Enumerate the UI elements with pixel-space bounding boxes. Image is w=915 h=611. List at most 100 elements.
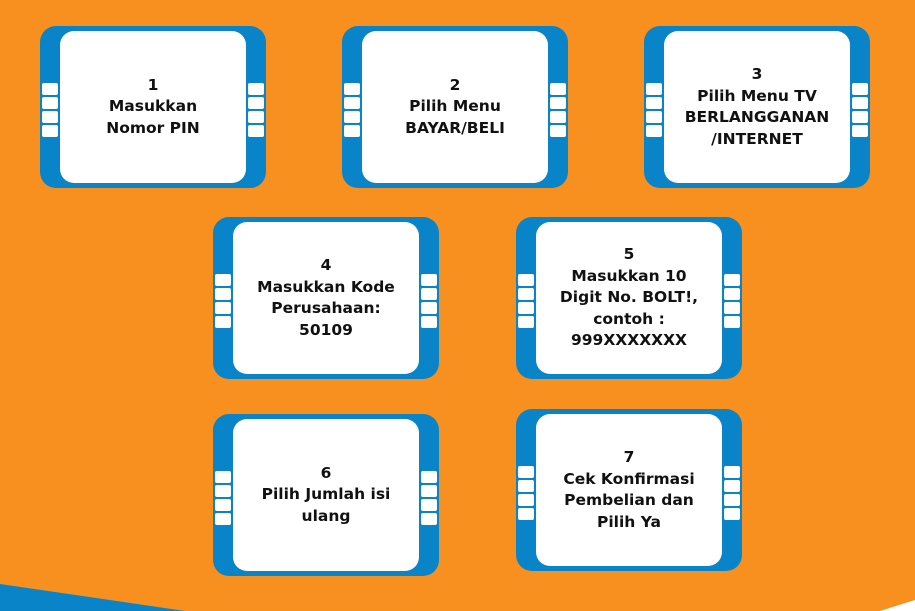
atm-side-button xyxy=(852,83,868,95)
step-line: Digit No. BOLT!, xyxy=(559,288,699,307)
atm-side-button xyxy=(518,288,534,300)
atm-side-button xyxy=(421,485,437,497)
step-line: Masukkan Kode xyxy=(257,277,395,296)
atm-side-button xyxy=(215,316,231,328)
atm-side-button xyxy=(215,288,231,300)
step-number: 6 xyxy=(320,463,332,482)
atm-side-button xyxy=(421,513,437,525)
atm-side-button xyxy=(42,111,58,123)
atm-side-button xyxy=(646,111,662,123)
atm-side-button xyxy=(344,111,360,123)
atm-side-button xyxy=(646,83,662,95)
atm-side-button xyxy=(215,513,231,525)
step-line: BAYAR/BELI xyxy=(405,118,505,137)
atm-side-button xyxy=(215,485,231,497)
step-line: /INTERNET xyxy=(711,129,803,148)
atm-side-button xyxy=(550,83,566,95)
step-line: Pilih Menu TV xyxy=(697,86,817,105)
atm-side-button xyxy=(646,97,662,109)
atm-side-button xyxy=(852,125,868,137)
atm-side-button xyxy=(550,125,566,137)
step-number: 4 xyxy=(320,256,332,274)
atm-side-button xyxy=(518,274,534,286)
step-line: Perusahaan: xyxy=(271,299,381,317)
atm-side-button xyxy=(518,466,534,478)
atm-side-button xyxy=(248,125,264,137)
bottom-blue-wedge xyxy=(0,584,185,611)
atm-side-button xyxy=(215,274,231,286)
atm-side-button xyxy=(518,316,534,328)
atm-side-button xyxy=(215,471,231,483)
atm-side-button xyxy=(646,125,662,137)
atm-side-button xyxy=(344,83,360,95)
step-line: Pilih Ya xyxy=(596,512,661,531)
atm-side-button xyxy=(724,508,740,520)
atm-side-button xyxy=(550,97,566,109)
step-line: Masukkan xyxy=(108,97,198,116)
step-line: Pilih Jumlah isi xyxy=(261,485,391,504)
atm-side-button xyxy=(421,288,437,300)
atm-side-button xyxy=(42,83,58,95)
atm-side-button xyxy=(421,499,437,511)
atm-side-button xyxy=(248,97,264,109)
atm-side-button xyxy=(215,302,231,314)
step-line: 50109 xyxy=(299,320,353,339)
atm-side-button xyxy=(421,302,437,314)
atm-side-button xyxy=(248,111,264,123)
atm-side-button xyxy=(852,111,868,123)
atm-side-button xyxy=(724,466,740,478)
atm-side-button xyxy=(724,316,740,328)
step-number: 1 xyxy=(147,75,159,94)
step-line: ulang xyxy=(301,506,351,525)
step-line: Pembelian dan xyxy=(564,491,694,509)
step-line: 999XXXXXXX xyxy=(570,331,687,350)
step-line: BERLANGGANAN xyxy=(684,108,830,126)
atm-side-button xyxy=(421,316,437,328)
step-line: Masukkan 10 xyxy=(571,266,687,285)
step-line: Pilih Menu xyxy=(409,97,501,116)
step-line: contoh : xyxy=(593,309,665,328)
atm-side-button xyxy=(724,274,740,286)
atm-side-button xyxy=(248,83,264,95)
atm-side-button xyxy=(421,274,437,286)
step-line: Cek Konfirmasi xyxy=(563,469,695,488)
atm-side-button xyxy=(344,125,360,137)
bottom-white-wedge xyxy=(880,600,915,611)
atm-side-button xyxy=(344,97,360,109)
atm-side-button xyxy=(421,471,437,483)
atm-side-button xyxy=(518,508,534,520)
atm-side-button xyxy=(550,111,566,123)
step-number: 2 xyxy=(449,75,461,94)
atm-side-button xyxy=(518,480,534,492)
atm-side-button xyxy=(518,302,534,314)
atm-side-button xyxy=(42,125,58,137)
step-number: 7 xyxy=(623,448,635,466)
atm-side-button xyxy=(42,97,58,109)
step-number: 3 xyxy=(751,65,763,83)
step-line: Nomor PIN xyxy=(106,118,200,137)
atm-side-button xyxy=(724,302,740,314)
atm-side-button xyxy=(852,97,868,109)
atm-side-button xyxy=(518,494,534,506)
atm-side-button xyxy=(215,499,231,511)
atm-side-button xyxy=(724,288,740,300)
